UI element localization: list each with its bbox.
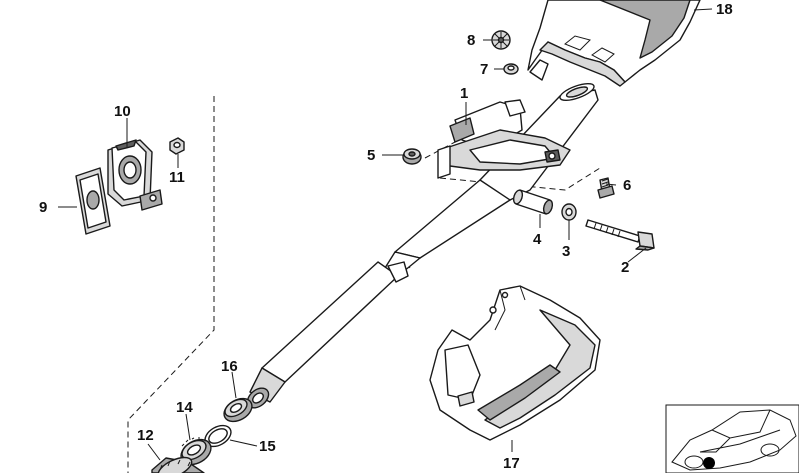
spacer-sleeve-part[interactable] xyxy=(512,189,554,215)
snap-ring-part[interactable] xyxy=(201,421,234,451)
callout-15: 15 xyxy=(259,438,276,455)
callout-12: 12 xyxy=(137,427,154,444)
column-bracket-part[interactable] xyxy=(437,99,571,179)
callout-10: 10 xyxy=(114,103,131,120)
lower-shroud-part[interactable] xyxy=(429,285,601,441)
clip-star-part[interactable] xyxy=(491,30,511,50)
callout-14: 14 xyxy=(176,399,193,416)
boot-ring-part[interactable] xyxy=(220,394,256,426)
callout-3: 3 xyxy=(562,243,570,260)
hex-nut-part[interactable] xyxy=(169,137,185,155)
callout-9: 9 xyxy=(39,199,47,216)
callout-2: 2 xyxy=(621,259,629,276)
small-screw-part[interactable] xyxy=(597,177,615,199)
callout-labels: 18 8 7 1 5 6 4 3 2 10 11 9 16 14 15 12 1… xyxy=(39,1,733,472)
gasket-plate-part[interactable] xyxy=(75,167,111,235)
callout-6: 6 xyxy=(623,177,631,194)
callout-4: 4 xyxy=(533,231,542,248)
car-locator-icon xyxy=(665,404,799,473)
upper-shroud-part[interactable] xyxy=(527,0,701,87)
bushing-part[interactable] xyxy=(402,148,422,165)
callout-5: 5 xyxy=(367,147,375,164)
callout-11: 11 xyxy=(169,169,185,186)
callout-7: 7 xyxy=(480,61,488,78)
callout-8: 8 xyxy=(467,32,475,49)
bolt-part[interactable] xyxy=(585,219,655,251)
callout-16: 16 xyxy=(221,358,238,375)
guide-line-left xyxy=(127,96,215,473)
callout-18: 17 xyxy=(503,455,520,472)
leader-lines xyxy=(58,8,713,461)
steering-column-lower[interactable] xyxy=(244,261,409,412)
small-nut-part[interactable] xyxy=(503,63,519,75)
callout-17: 18 xyxy=(716,1,733,18)
washer-part[interactable] xyxy=(561,203,577,221)
callout-1: 1 xyxy=(460,85,468,102)
lock-housing-part[interactable] xyxy=(107,139,163,211)
